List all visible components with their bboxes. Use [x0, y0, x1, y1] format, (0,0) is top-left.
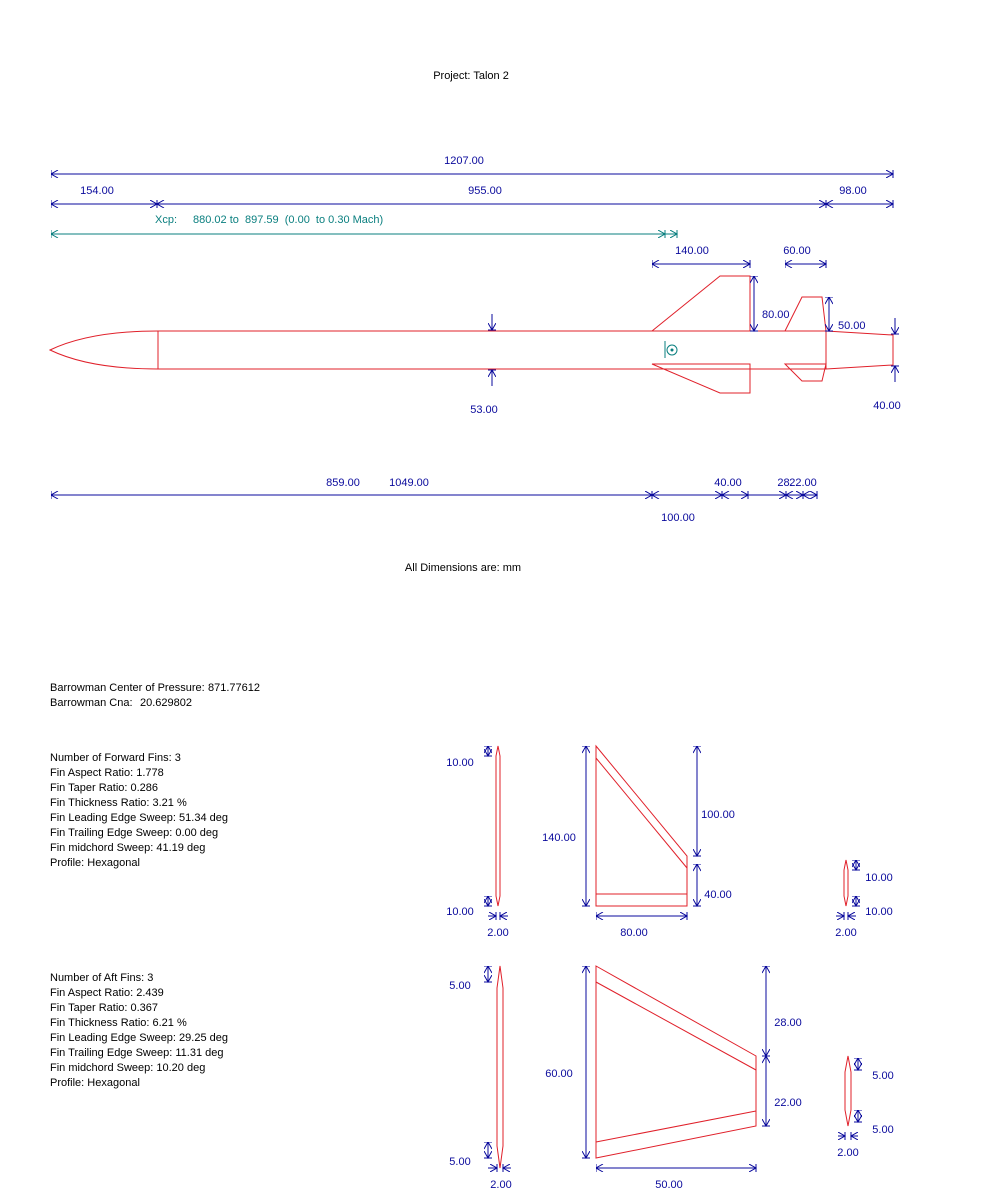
aft-fin-line: Number of Aft Fins: 3	[50, 972, 153, 984]
fwd-planform-sweep-label: 100.00	[701, 809, 735, 821]
xcp-label: Xcp:	[155, 214, 177, 226]
position-1-label: 859.00	[326, 477, 360, 489]
overall-length-label: 1207.00	[444, 155, 484, 167]
aft-fin-line: Fin Aspect Ratio: 2.439	[50, 987, 164, 999]
cna-value: 20.629802	[140, 697, 192, 709]
fwd-fin-line: Number of Forward Fins: 3	[50, 752, 181, 764]
xcp-dimension: Xcp: 880.02 to 897.59 (0.00 to 0.30 Mach…	[51, 214, 677, 234]
aft-tip-thickness-label: 2.00	[837, 1147, 858, 1159]
xcp-range: 880.02 to 897.59 (0.00 to 0.30 Mach)	[193, 214, 383, 226]
body-diameter-dimension: 53.00	[470, 314, 498, 416]
aft-fin-line: Fin Taper Ratio: 0.367	[50, 1002, 158, 1014]
fwd-tip-top-label: 10.00	[865, 872, 893, 884]
aft-fin-root-label: 60.00	[783, 245, 811, 257]
aft-planform-root-label: 60.00	[545, 1068, 573, 1080]
fwd-fin-span-label: 80.00	[762, 309, 790, 321]
position-dimensions: 859.00 1049.00 100.00 40.00 28. 22.00	[51, 477, 817, 524]
boattail	[825, 330, 894, 370]
cp-value: 871.77612	[208, 682, 260, 694]
aft-planform-tip-label: 22.00	[774, 1097, 802, 1109]
aft-fin-line: Fin midchord Sweep: 10.20 deg	[50, 1062, 205, 1074]
fwd-root-top-label: 10.00	[446, 757, 474, 769]
fwd-fin-root-dimension: 140.00	[652, 245, 750, 264]
cna-label: Barrowman Cna:	[50, 697, 133, 709]
aft-fin-top	[784, 296, 827, 332]
fwd-planform-span-label: 80.00	[620, 927, 648, 939]
aft-fin-root-dimension: 60.00	[783, 245, 826, 264]
aft-fin-line: Profile: Hexagonal	[50, 1077, 140, 1089]
fwd-root-bottom-label: 10.00	[446, 906, 474, 918]
nose-cone	[48, 330, 159, 370]
aft-fin-line: Fin Trailing Edge Sweep: 11.31 deg	[50, 1047, 223, 1059]
gap-3-label: 28.	[777, 477, 792, 489]
fwd-planform-tip-label: 40.00	[704, 889, 732, 901]
aft-root-bottom-label: 5.00	[449, 1156, 470, 1168]
gap-1-label: 100.00	[661, 512, 695, 524]
body-length-dimension: 955.00	[157, 185, 826, 204]
tail-length-label: 98.00	[839, 185, 867, 197]
body-tube	[157, 330, 827, 370]
fwd-fin-span-dimension: 80.00	[754, 276, 790, 331]
nose-length-dimension: 154.00	[51, 185, 157, 204]
aft-tip-top-label: 5.00	[872, 1070, 893, 1082]
aft-planform-span-label: 50.00	[655, 1179, 683, 1191]
fwd-fin-top	[651, 275, 751, 332]
rocket-side-view	[48, 275, 894, 394]
fwd-fin-root-section: 10.00 10.00 2.00	[446, 745, 509, 939]
body-length-label: 955.00	[468, 185, 502, 197]
gap-2-label: 40.00	[714, 477, 742, 489]
aft-fin-line: Fin Leading Edge Sweep: 29.25 deg	[50, 1032, 228, 1044]
cp-label: Barrowman Center of Pressure:	[50, 682, 205, 694]
tail-length-dimension: 98.00	[826, 185, 893, 204]
tail-diameter-label: 40.00	[873, 400, 901, 412]
fwd-tip-bottom-label: 10.00	[865, 906, 893, 918]
fwd-fin-tip-section: 10.00 10.00 2.00	[835, 859, 893, 939]
barrowman-summary: Barrowman Center of Pressure: 871.77612 …	[50, 682, 260, 709]
project-title: Project: Talon 2	[433, 70, 509, 82]
nose-length-label: 154.00	[80, 185, 114, 197]
cp-marker-icon	[664, 341, 678, 358]
aft-fin-planform: 60.00 28.00 22.00 50.00	[545, 965, 802, 1191]
fwd-fin-line: Fin midchord Sweep: 41.19 deg	[50, 842, 205, 854]
aft-fin-bottom	[783, 363, 827, 382]
aft-fin-root-section: 5.00 5.00 2.00	[449, 965, 512, 1191]
aft-fin-line: Fin Thickness Ratio: 6.21 %	[50, 1017, 187, 1029]
body-diameter-label: 53.00	[470, 404, 498, 416]
fwd-fin-line: Fin Taper Ratio: 0.286	[50, 782, 158, 794]
fwd-fin-planform: 140.00 100.00 40.00 80.00	[542, 744, 735, 939]
fwd-root-thickness-label: 2.00	[487, 927, 508, 939]
fwd-fin-bottom	[651, 363, 751, 394]
forward-fin-info: Number of Forward Fins: 3 Fin Aspect Rat…	[50, 752, 228, 869]
fwd-planform-root-label: 140.00	[542, 832, 576, 844]
aft-fin-span-label: 50.00	[838, 320, 866, 332]
gap-4-label: 22.00	[789, 477, 817, 489]
aft-root-top-label: 5.00	[449, 980, 470, 992]
fwd-fin-line: Fin Leading Edge Sweep: 51.34 deg	[50, 812, 228, 824]
aft-fin-tip-section: 5.00 5.00 2.00	[837, 1055, 894, 1159]
units-note: All Dimensions are: mm	[405, 562, 521, 574]
aft-fin-span-dimension: 50.00	[829, 297, 866, 332]
fwd-fin-line: Fin Trailing Edge Sweep: 0.00 deg	[50, 827, 218, 839]
aft-tip-bottom-label: 5.00	[872, 1124, 893, 1136]
aft-planform-sweep-label: 28.00	[774, 1017, 802, 1029]
position-2-label: 1049.00	[389, 477, 429, 489]
fwd-fin-line: Fin Aspect Ratio: 1.778	[50, 767, 164, 779]
fwd-fin-line: Profile: Hexagonal	[50, 857, 140, 869]
aft-fin-info: Number of Aft Fins: 3 Fin Aspect Ratio: …	[50, 972, 228, 1089]
fwd-fin-line: Fin Thickness Ratio: 3.21 %	[50, 797, 187, 809]
overall-length-dimension: 1207.00	[51, 155, 893, 174]
fwd-tip-thickness-label: 2.00	[835, 927, 856, 939]
aft-root-thickness-label: 2.00	[490, 1179, 511, 1191]
tail-diameter-dimension: 40.00	[873, 318, 901, 412]
fwd-fin-root-label: 140.00	[675, 245, 709, 257]
